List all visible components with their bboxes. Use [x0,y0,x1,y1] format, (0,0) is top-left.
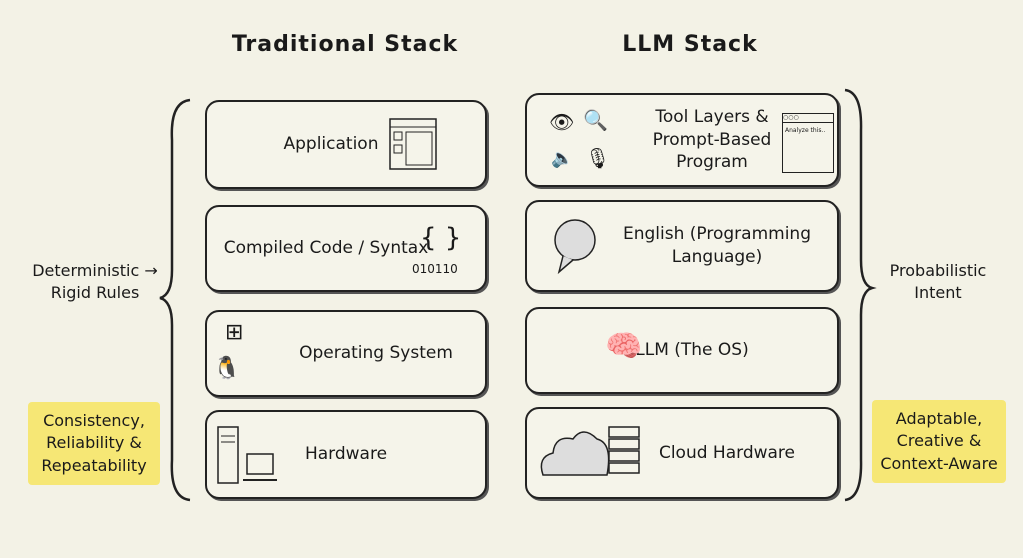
adaptable-highlight: Adaptable, Creative & Context-Aware [872,400,1006,484]
windows-icon: ⊞ [225,320,244,345]
operating-system-layer: Operating System ⊞ 🐧 [205,310,487,397]
prompt-window-icon: ○○○ Analyze this.. [782,113,834,173]
tool-layers-layer: Tool Layers & Prompt-Based Program 👁 🔍 🔈… [525,93,839,187]
brain-icon: 🧠 [605,329,643,364]
magnifier-icon: 🔍 [583,108,608,132]
computer-icon [217,426,277,484]
probabilistic-label: Probabilistic Intent [889,261,987,303]
llm-stack-title: LLM Stack [622,32,758,57]
application-layer: Application [205,100,487,189]
application-window-icon [389,118,437,170]
layer-label: Operating System [299,343,453,364]
left-brace [159,98,191,502]
cloud-server-icon [540,426,640,476]
layer-label: Application [283,134,379,155]
llm-os-layer: LLM (The OS) 🧠 [525,307,839,394]
eye-icon: 👁 [549,110,575,134]
consistency-highlight: Consistency, Reliability & Repeatability [28,402,160,486]
binary-text: 010110 [412,262,458,276]
compiled-code-layer: Compiled Code / Syntax { } 010110 [205,205,487,292]
braces-icon: { } [420,223,462,253]
speech-bubble-icon [554,219,596,275]
traditional-stack-title: Traditional Stack [231,32,459,57]
right-brace [844,88,877,502]
speaker-icon: 🔈 [551,148,574,169]
layer-label: Hardware [304,444,388,465]
layer-label: Cloud Hardware [658,442,796,463]
layer-label: Tool Layers & Prompt-Based Program [652,106,772,173]
prompt-window-text: Analyze this.. [785,127,826,134]
english-layer: English (Programming Language) [525,200,839,292]
layer-label: Compiled Code / Syntax [223,238,429,259]
layer-label: LLM (The OS) [635,340,749,361]
linux-icon: 🐧 [213,356,241,381]
hardware-layer: Hardware [205,410,487,499]
microphone-icon: 🎙 [585,146,611,170]
cloud-hardware-layer: Cloud Hardware [525,407,839,499]
deterministic-label: Deterministic → Rigid Rules [32,261,158,303]
layer-label: English (Programming Language) [623,224,811,267]
